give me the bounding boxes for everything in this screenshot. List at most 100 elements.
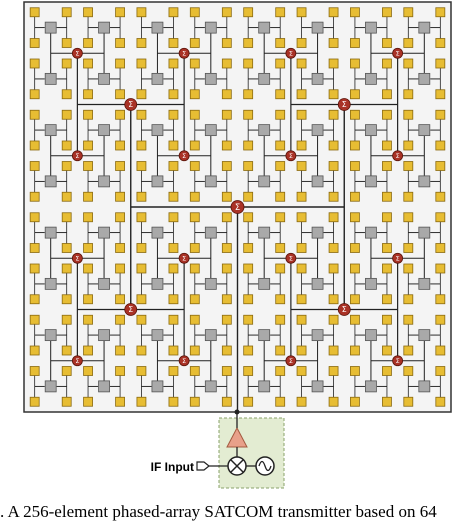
antenna-patch	[168, 263, 179, 274]
antenna-patch	[403, 89, 414, 100]
antenna-patch	[296, 345, 307, 356]
antenna-patch	[350, 366, 360, 376]
antenna-patch	[296, 263, 307, 274]
antenna-patch	[350, 161, 360, 171]
antenna-patch	[328, 89, 339, 100]
beamformer-ic	[311, 329, 324, 342]
antenna-patch	[243, 263, 254, 274]
beamformer-ic	[311, 21, 324, 34]
antenna-patch	[382, 345, 392, 356]
antenna-patch	[243, 191, 254, 202]
antenna-patch	[296, 396, 307, 407]
combiner-l2-sigma: Σ	[289, 255, 293, 263]
antenna-patch	[83, 345, 93, 356]
combiner-l2-sigma: Σ	[289, 357, 293, 365]
antenna-patch	[83, 212, 93, 223]
beamformer-ic	[98, 72, 110, 85]
antenna-patch	[136, 366, 147, 376]
antenna-patch	[168, 38, 179, 48]
antenna-patch	[243, 212, 254, 223]
antenna-patch	[350, 263, 360, 274]
antenna-patch	[115, 212, 125, 223]
combiner-l3-sigma: Σ	[128, 100, 133, 109]
beamformer-ic	[365, 329, 377, 342]
antenna-patch	[243, 314, 254, 325]
antenna-patch	[83, 140, 93, 151]
antenna-patch	[61, 58, 72, 69]
antenna-patch	[136, 140, 147, 151]
antenna-patch	[221, 161, 232, 171]
antenna-patch	[61, 366, 72, 376]
antenna-patch	[136, 212, 147, 223]
antenna-patch	[221, 263, 232, 274]
antenna-patch	[115, 366, 125, 376]
antenna-patch	[243, 345, 254, 356]
antenna-patch	[136, 345, 147, 356]
combiner-l2-sigma: Σ	[289, 50, 293, 58]
antenna-patch	[168, 161, 179, 171]
antenna-patch	[243, 366, 254, 376]
antenna-patch	[435, 191, 446, 202]
combiner-l2-sigma: Σ	[396, 152, 400, 160]
beamformer-ic	[44, 21, 57, 34]
antenna-patch	[275, 366, 286, 376]
antenna-patch	[382, 366, 392, 376]
antenna-patch	[189, 7, 200, 18]
antenna-patch	[168, 396, 179, 407]
antenna-patch	[83, 396, 93, 407]
antenna-patch	[83, 89, 93, 100]
beamformer-ic	[418, 277, 431, 290]
antenna-patch	[61, 294, 72, 305]
antenna-patch	[189, 263, 200, 274]
beamformer-ic	[44, 380, 57, 393]
antenna-patch	[275, 294, 286, 305]
antenna-patch	[350, 294, 360, 305]
antenna-patch	[168, 212, 179, 223]
antenna-patch	[328, 263, 339, 274]
antenna-patch	[221, 109, 232, 120]
antenna-patch	[115, 396, 125, 407]
combiner-l3	[124, 303, 138, 316]
antenna-patch	[403, 263, 414, 274]
antenna-patch	[403, 243, 414, 253]
combiner-l2-sigma: Σ	[396, 50, 400, 58]
antenna-patch	[189, 140, 200, 151]
antenna-patch	[350, 89, 360, 100]
beamformer-ic	[365, 72, 377, 85]
beamformer-ic	[204, 72, 217, 85]
beamformer-ic	[204, 175, 217, 188]
antenna-patch	[136, 294, 147, 305]
antenna-patch	[136, 243, 147, 253]
beamformer-ic	[204, 226, 217, 239]
antenna-patch	[296, 38, 307, 48]
antenna-patch	[403, 109, 414, 120]
antenna-patch	[83, 314, 93, 325]
antenna-patch	[189, 294, 200, 305]
antenna-patch	[189, 38, 200, 48]
antenna-patch	[296, 109, 307, 120]
beamformer-ic	[258, 226, 271, 239]
antenna-patch	[168, 366, 179, 376]
combiner-l2	[71, 355, 83, 367]
antenna-patch	[29, 212, 40, 223]
antenna-patch	[136, 396, 147, 407]
combiner-l2	[178, 252, 190, 264]
combiner-l2-sigma: Σ	[396, 357, 400, 365]
feed-network	[34, 12, 441, 412]
beamformer-ic	[151, 277, 164, 290]
beamformer-ic	[98, 175, 110, 188]
antenna-patch	[275, 38, 286, 48]
antenna-patch	[83, 243, 93, 253]
combiner-l3-sigma: Σ	[128, 305, 133, 314]
combiner-l2	[392, 150, 404, 162]
antenna-patch	[275, 58, 286, 69]
antenna-patch	[435, 212, 446, 223]
beamformer-ic	[204, 329, 217, 342]
antenna-patch	[136, 89, 147, 100]
antenna-patch	[115, 243, 125, 253]
antenna-patch	[61, 314, 72, 325]
antenna-patch	[29, 140, 40, 151]
antenna-patch	[115, 161, 125, 171]
antenna-patch	[115, 345, 125, 356]
